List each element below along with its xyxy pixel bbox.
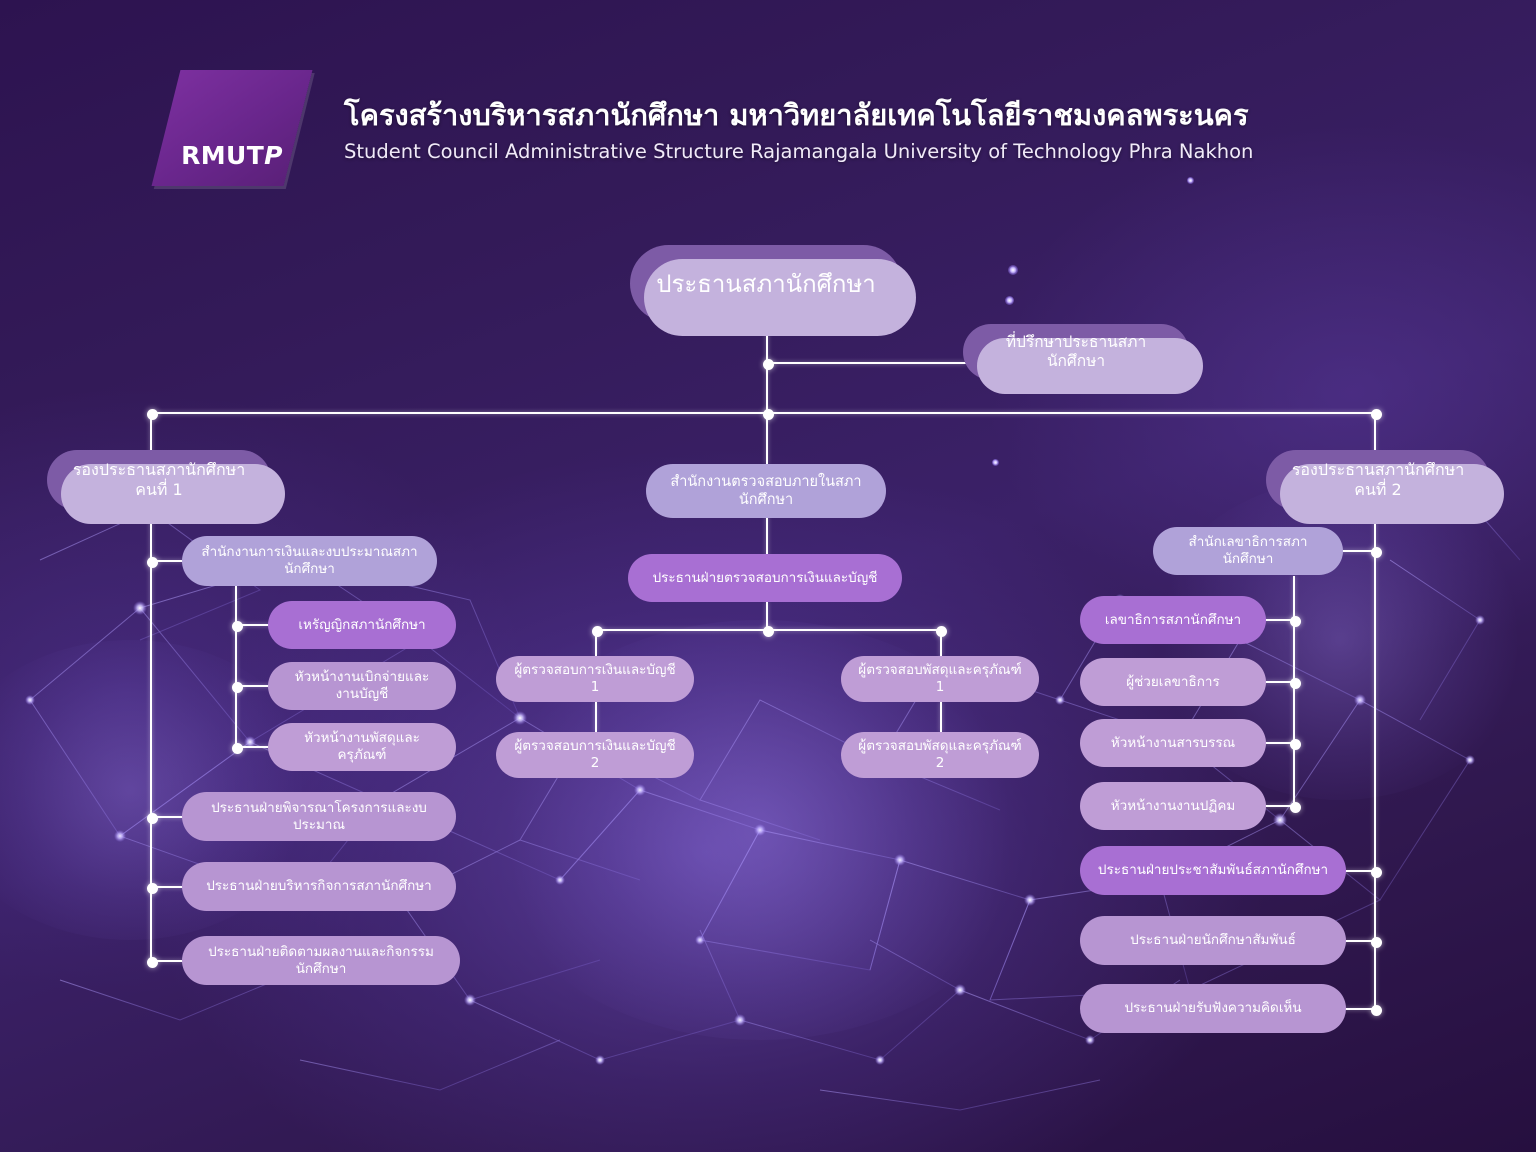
junction-dot-finance-office <box>146 556 158 568</box>
junction-dot-chair-studrel <box>1370 936 1382 948</box>
node-chair-followup-label: ประธานฝ่ายติดตามผลงานและกิจกรรมนักศึกษา <box>208 943 434 977</box>
node-auditor-finance-1[interactable]: ผู้ตรวจสอบการเงินและบัญชี 1 <box>496 656 694 702</box>
edge-auditor-sup-1-2 <box>940 702 942 732</box>
node-head-disbursement[interactable]: หัวหน้างานเบิกจ่ายและงานบัญชี <box>268 662 456 710</box>
node-chair-audit[interactable]: ประธานฝ่ายตรวจสอบการเงินและบัญชี <box>628 554 902 602</box>
node-chair-public-relations[interactable]: ประธานฝ่ายประชาสัมพันธ์สภานักศึกษา <box>1080 846 1346 895</box>
node-chair-opinion-listening[interactable]: ประธานฝ่ายรับฟังความคิดเห็น <box>1080 984 1346 1033</box>
spark <box>992 459 999 466</box>
node-advisor-label: ที่ปรึกษาประธานสภานักศึกษา <box>1005 332 1147 370</box>
junction-dot-audit-center <box>762 625 774 637</box>
node-vice-president-1-label-line1: รองประธานสภานักศึกษา <box>72 460 246 479</box>
junction-dot-center-bus <box>762 408 774 420</box>
spark <box>1008 265 1018 275</box>
node-chair-audit-label: ประธานฝ่ายตรวจสอบการเงินและบัญชี <box>652 569 878 586</box>
junction-dot-secretariat <box>1370 546 1382 558</box>
edge-audit-office-chair-audit <box>766 516 768 556</box>
node-assistant-secretary[interactable]: ผู้ช่วยเลขาธิการ <box>1080 658 1266 706</box>
node-treasurer-label: เหรัญญิกสภานักศึกษา <box>298 616 426 633</box>
node-chair-project-budget[interactable]: ประธานฝ่ายพิจารณาโครงการและงบประมาณ <box>182 792 456 841</box>
spark <box>1005 296 1014 305</box>
junction-dot-head-disburse <box>231 681 243 693</box>
node-president-label: ประธานสภานักศึกษา <box>656 269 876 298</box>
node-auditor-supplies-1-label: ผู้ตรวจสอบพัสดุและครุภัณฑ์ 1 <box>858 662 1022 695</box>
node-chair-student-relations[interactable]: ประธานฝ่ายนักศึกษาสัมพันธ์ <box>1080 916 1346 965</box>
edge-finance-office-spine <box>235 586 237 748</box>
junction-dot-chair-project <box>146 812 158 824</box>
junction-dot-chair-listen <box>1370 1004 1382 1016</box>
junction-dot-advisor <box>762 358 774 370</box>
edge-secretariat-spine <box>1293 576 1295 806</box>
node-vice-president-1[interactable]: รองประธานสภานักศึกษา คนที่ 1 <box>47 450 285 524</box>
node-auditor-supplies-2-label: ผู้ตรวจสอบพัสดุและครุภัณฑ์ 2 <box>858 738 1022 771</box>
node-chair-project-budget-label: ประธานฝ่ายพิจารณาโครงการและงบประมาณ <box>211 799 427 833</box>
junction-dot-chair-followup <box>146 956 158 968</box>
node-vice-president-2[interactable]: รองประธานสภานักศึกษา คนที่ 2 <box>1266 450 1504 524</box>
junction-dot-auditor-fin <box>591 625 603 637</box>
junction-dot-left-bus <box>146 408 158 420</box>
node-chair-student-relations-label: ประธานฝ่ายนักศึกษาสัมพันธ์ <box>1130 932 1296 949</box>
node-auditor-finance-2-label: ผู้ตรวจสอบการเงินและบัญชี 2 <box>514 738 676 771</box>
node-head-reception-label: หัวหน้างานงานปฏิคม <box>1110 797 1236 814</box>
logo-text-accent: P <box>264 141 283 170</box>
edge-auditor-fin-1-2 <box>595 702 597 732</box>
node-secretariat[interactable]: สำนักเลขาธิการสภานักศึกษา <box>1153 527 1343 575</box>
page-title-thai: โครงสร้างบริหารสภานักศึกษา มหาวิทยาลัยเท… <box>344 98 1249 132</box>
node-vice-president-2-label-line1: รองประธานสภานักศึกษา <box>1291 460 1465 479</box>
edge-audit-bus <box>595 629 941 631</box>
edge-vice2-spine <box>1374 512 1376 1010</box>
junction-dot-chair-admin <box>146 882 158 894</box>
node-auditor-finance-1-label: ผู้ตรวจสอบการเงินและบัญชี 1 <box>514 662 676 695</box>
node-chair-administration-label: ประธานฝ่ายบริหารกิจการสภานักศึกษา <box>206 878 432 895</box>
node-head-supplies[interactable]: หัวหน้างานพัสดุและครุภัณฑ์ <box>268 723 456 771</box>
node-auditor-supplies-1[interactable]: ผู้ตรวจสอบพัสดุและครุภัณฑ์ 1 <box>841 656 1039 702</box>
edge-vice1-spine <box>150 512 152 962</box>
edge-bus-auditor-sup-1 <box>940 629 942 656</box>
node-audit-office[interactable]: สำนักงานตรวจสอบภายในสภานักศึกษา <box>646 464 886 518</box>
node-auditor-supplies-2[interactable]: ผู้ตรวจสอบพัสดุและครุภัณฑ์ 2 <box>841 732 1039 778</box>
edge-bus-auditor-fin-1 <box>595 629 597 656</box>
node-chair-followup[interactable]: ประธานฝ่ายติดตามผลงานและกิจกรรมนักศึกษา <box>182 936 460 985</box>
junction-dot-asst-secretary <box>1289 677 1301 689</box>
node-head-disbursement-label: หัวหน้างานเบิกจ่ายและงานบัญชี <box>294 669 430 702</box>
edge-main-bus <box>150 412 1376 414</box>
node-head-reception[interactable]: หัวหน้างานงานปฏิคม <box>1080 782 1266 830</box>
edge-chair-audit-down <box>766 602 768 630</box>
node-chair-public-relations-label: ประธานฝ่ายประชาสัมพันธ์สภานักศึกษา <box>1097 862 1329 879</box>
logo-text-main: RMUT <box>181 141 265 170</box>
page-title-english: Student Council Administrative Structure… <box>344 140 1254 163</box>
node-treasurer[interactable]: เหรัญญิกสภานักศึกษา <box>268 601 456 649</box>
node-auditor-finance-2[interactable]: ผู้ตรวจสอบการเงินและบัญชี 2 <box>496 732 694 778</box>
node-secretary-label: เลขาธิการสภานักศึกษา <box>1104 611 1242 628</box>
junction-dot-right-bus <box>1370 408 1382 420</box>
junction-dot-chair-pr <box>1370 866 1382 878</box>
node-head-supplies-label: หัวหน้างานพัสดุและครุภัณฑ์ <box>304 730 420 763</box>
node-chair-opinion-listening-label: ประธานฝ่ายรับฟังความคิดเห็น <box>1124 1000 1302 1017</box>
node-vice-president-1-label-line2: คนที่ 1 <box>135 480 183 499</box>
node-head-documents[interactable]: หัวหน้างานสารบรรณ <box>1080 719 1266 767</box>
node-assistant-secretary-label: ผู้ช่วยเลขาธิการ <box>1126 673 1220 690</box>
edge-president-advisor <box>766 362 966 364</box>
node-vice-president-2-label-line2: คนที่ 2 <box>1354 480 1402 499</box>
junction-dot-secretary <box>1289 615 1301 627</box>
node-secretariat-label: สำนักเลขาธิการสภานักศึกษา <box>1188 534 1308 567</box>
junction-dot-head-reception <box>1289 801 1301 813</box>
node-president[interactable]: ประธานสภานักศึกษา <box>630 245 916 336</box>
node-advisor[interactable]: ที่ปรึกษาประธานสภานักศึกษา <box>963 324 1203 394</box>
junction-dot-head-supplies <box>231 742 243 754</box>
node-head-documents-label: หัวหน้างานสารบรรณ <box>1110 734 1236 751</box>
junction-dot-auditor-sup <box>935 625 947 637</box>
junction-dot-treasurer <box>231 620 243 632</box>
edge-bus-audit-office <box>766 412 768 464</box>
node-secretary[interactable]: เลขาธิการสภานักศึกษา <box>1080 596 1266 644</box>
node-chair-administration[interactable]: ประธานฝ่ายบริหารกิจการสภานักศึกษา <box>182 862 456 911</box>
node-finance-office[interactable]: สำนักงานการเงินและงบประมาณสภานักศึกษา <box>182 536 437 586</box>
junction-dot-head-docs <box>1289 738 1301 750</box>
node-finance-office-label: สำนักงานการเงินและงบประมาณสภานักศึกษา <box>201 544 418 577</box>
node-audit-office-label: สำนักงานตรวจสอบภายในสภานักศึกษา <box>670 473 862 508</box>
